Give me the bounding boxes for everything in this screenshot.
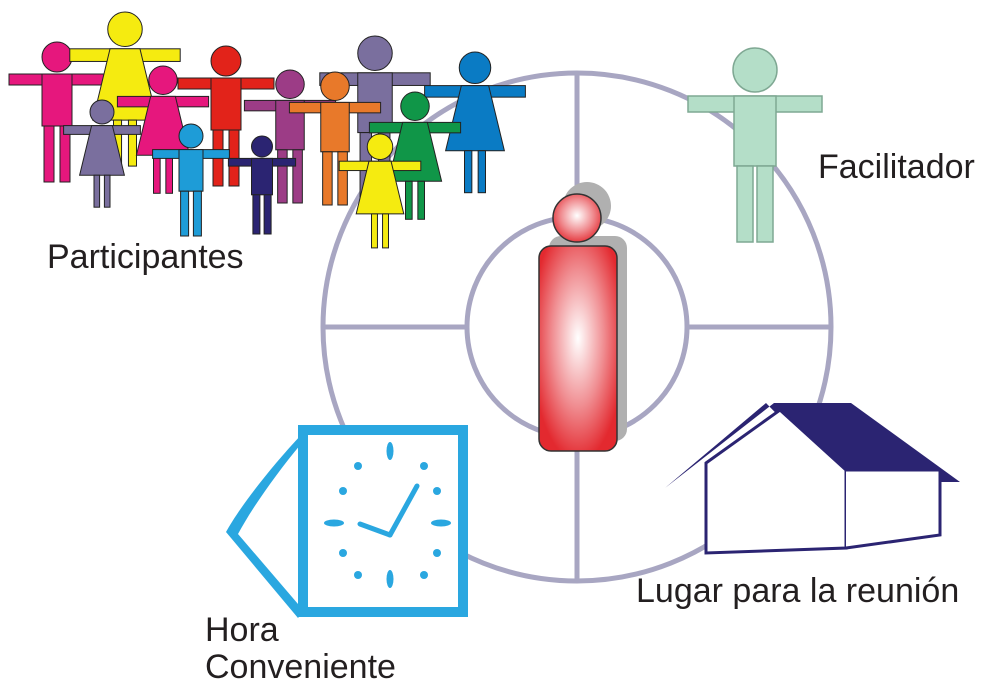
- participant-figure: [8, 41, 106, 183]
- time-label-line1: Hora: [205, 611, 279, 649]
- meeting-place-label: Lugar para la reunión: [636, 572, 960, 610]
- participant-figure: [152, 123, 230, 237]
- participants-label: Participantes: [47, 238, 244, 276]
- participants-group-icon: [8, 11, 526, 249]
- central-person-icon: [538, 182, 627, 452]
- participant-figure: [116, 65, 210, 194]
- participant-figure: [338, 133, 422, 249]
- facilitator-label: Facilitador: [818, 148, 975, 186]
- participant-figure: [288, 71, 382, 206]
- house-icon: [665, 403, 960, 555]
- clock-icon: [226, 425, 468, 618]
- participant-figure: [63, 99, 141, 208]
- participant-figure: [227, 135, 297, 235]
- participant-figure: [424, 51, 526, 194]
- facilitator-person-icon: [687, 47, 823, 243]
- time-label-line2: Conveniente: [205, 648, 396, 686]
